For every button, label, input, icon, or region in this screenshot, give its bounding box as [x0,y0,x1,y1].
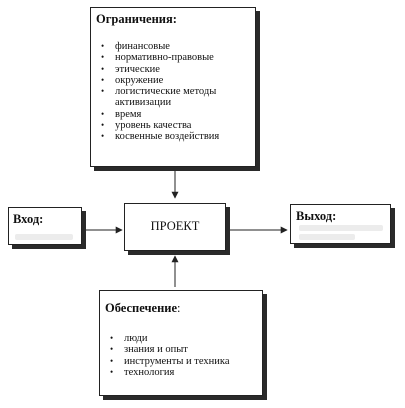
constraints-title: Ограничения: [96,12,177,26]
constraints-item-quality: уровень качества [96,120,250,132]
support-box: Обеспечение: люди знания и опыт инструме… [99,290,263,396]
input-faint-text [15,234,73,240]
constraints-item-time: время [96,109,250,121]
constraints-item-financial: финансовые [96,41,250,53]
output-faint-text-2 [299,234,355,240]
constraints-item-logistic: логистические методы активизации [96,86,250,109]
input-box: Вход: [8,207,82,245]
output-box: Выход: [290,204,391,244]
constraints-item-indirect: косвенные воздействия [96,131,250,143]
output-title: Выход: [296,209,337,223]
support-item-knowledge: знания и опыт [105,344,257,356]
constraints-item-legal: нормативно-правовые [96,52,250,64]
support-heading: Обеспечение: [105,301,257,316]
constraints-box: Ограничения: финансовые нормативно-право… [90,7,256,167]
project-label: ПРОЕКТ [150,219,200,233]
support-title: Обеспечение [105,301,178,315]
constraints-item-environment: окружение [96,75,250,87]
constraints-item-ethical: этические [96,64,250,76]
project-box: ПРОЕКТ [124,203,226,251]
support-list: люди знания и опыт инструменты и техника… [105,333,257,378]
support-item-tools: инструменты и техника [105,356,257,368]
constraints-list: финансовые нормативно-правовые этические… [96,41,250,143]
output-faint-text-1 [299,225,383,231]
support-title-colon: : [177,301,181,315]
support-item-people: люди [105,333,257,345]
support-item-technology: технология [105,367,257,379]
input-title: Вход: [13,212,44,226]
